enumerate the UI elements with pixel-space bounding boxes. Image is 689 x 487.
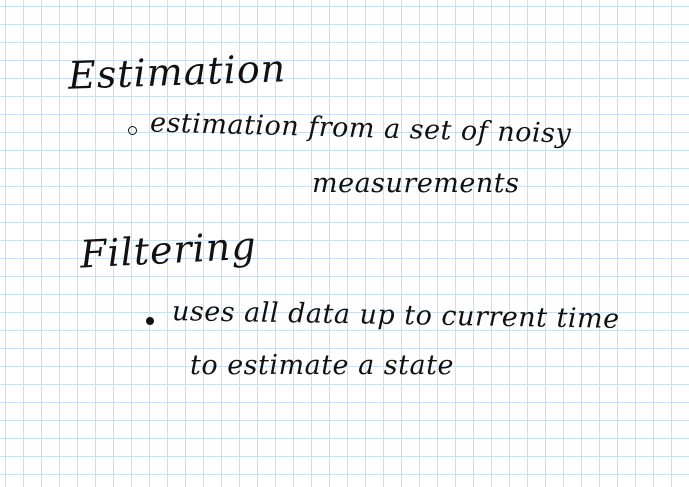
filtering-note-line-1: uses all data up to current time xyxy=(171,296,620,335)
filtering-heading: Filtering xyxy=(78,223,258,277)
estimation-bullet-icon xyxy=(128,126,137,135)
filtering-bullet-icon xyxy=(146,317,154,325)
estimation-heading: Estimation xyxy=(67,46,287,98)
estimation-note-line-2: measurements xyxy=(312,168,520,199)
filtering-note-line-2: to estimate a state xyxy=(190,350,454,381)
estimation-note-line-1: estimation from a set of noisy xyxy=(149,107,572,150)
